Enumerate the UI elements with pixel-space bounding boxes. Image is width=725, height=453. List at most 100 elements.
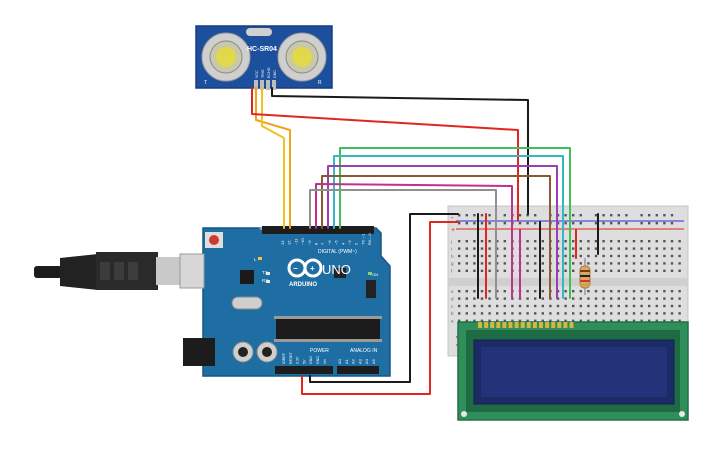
hole <box>541 269 544 272</box>
svg-text:+: + <box>310 264 315 273</box>
hole <box>602 240 605 243</box>
hole <box>640 240 643 243</box>
svg-text:−: − <box>293 264 298 273</box>
hole <box>678 262 681 265</box>
hole <box>488 319 491 322</box>
hole <box>625 254 628 258</box>
resistor <box>579 258 591 295</box>
hole <box>655 254 658 258</box>
rail-hole <box>579 222 582 225</box>
hole <box>655 319 658 322</box>
hole <box>610 297 613 300</box>
hole <box>587 247 590 250</box>
hole <box>663 290 666 293</box>
rail-hole <box>526 214 529 217</box>
hole <box>663 297 666 300</box>
hole <box>503 304 506 308</box>
hole <box>587 312 590 315</box>
rail-hole <box>625 222 628 225</box>
hole <box>678 319 681 322</box>
hole <box>480 319 484 322</box>
rail-hole <box>488 222 491 225</box>
hole <box>587 290 590 293</box>
hole <box>541 262 544 265</box>
hole <box>678 297 681 300</box>
wire-purple <box>327 165 558 299</box>
pin-label: 2 <box>354 242 359 245</box>
hole <box>625 304 628 308</box>
pin-label: GND <box>316 356 320 364</box>
hole <box>610 247 613 250</box>
hole <box>625 247 628 250</box>
row-letter: d <box>451 296 454 301</box>
row-letter: h <box>451 254 454 259</box>
hole <box>602 304 605 308</box>
rail-hole <box>518 222 522 225</box>
pin-label: A5 <box>371 358 376 364</box>
hole <box>648 262 651 265</box>
hole <box>503 240 506 243</box>
hole <box>572 290 575 293</box>
rail-hole <box>602 222 605 225</box>
hole <box>541 304 544 308</box>
hole <box>587 304 590 308</box>
hole <box>488 312 491 315</box>
hole <box>465 247 468 250</box>
hole <box>625 262 628 265</box>
rail-hole <box>480 214 484 217</box>
hole <box>518 312 522 315</box>
rx-label: RX <box>262 278 268 283</box>
hole <box>617 312 620 315</box>
hole <box>503 290 506 293</box>
power-header-label: POWER <box>310 348 329 354</box>
pin-label: A0 <box>337 358 342 364</box>
hole <box>465 304 468 308</box>
rail-hole <box>572 222 575 225</box>
hole <box>458 304 461 308</box>
hole <box>594 319 598 322</box>
hole <box>663 319 666 322</box>
rail-hole <box>458 214 461 217</box>
hole <box>556 304 560 308</box>
hole <box>617 319 620 322</box>
hole <box>632 247 636 250</box>
receiver <box>277 32 327 82</box>
lcd-pin <box>496 322 501 328</box>
hole <box>572 319 575 322</box>
hole <box>480 312 484 315</box>
sensor-r-label: R <box>318 80 322 86</box>
hole <box>579 304 582 308</box>
hole <box>655 262 658 265</box>
lcd-pin <box>478 322 482 328</box>
hole <box>587 319 590 322</box>
hole <box>602 297 605 300</box>
hole <box>610 269 613 272</box>
hole <box>594 312 598 315</box>
hole <box>465 312 468 315</box>
hole <box>480 240 484 243</box>
hole <box>617 247 620 250</box>
power-header <box>275 366 333 374</box>
lcd-pin <box>557 322 562 328</box>
hole <box>663 254 666 258</box>
hole <box>602 254 605 258</box>
hole <box>473 297 476 300</box>
hole <box>480 262 484 265</box>
hole <box>465 240 468 243</box>
hole <box>488 304 491 308</box>
hole <box>564 319 567 322</box>
hole <box>572 312 575 315</box>
wire-brown <box>321 175 551 299</box>
hole <box>511 312 514 315</box>
hole <box>625 297 628 300</box>
rail-hole <box>488 214 491 217</box>
hole <box>564 247 567 250</box>
hole <box>465 254 468 258</box>
pin-label: 12 <box>287 240 292 245</box>
pin-label: ~3 <box>347 240 352 245</box>
hole <box>549 304 552 308</box>
hole <box>488 254 491 258</box>
rail-hole <box>617 214 620 217</box>
hole <box>496 312 499 315</box>
hole <box>579 247 582 250</box>
